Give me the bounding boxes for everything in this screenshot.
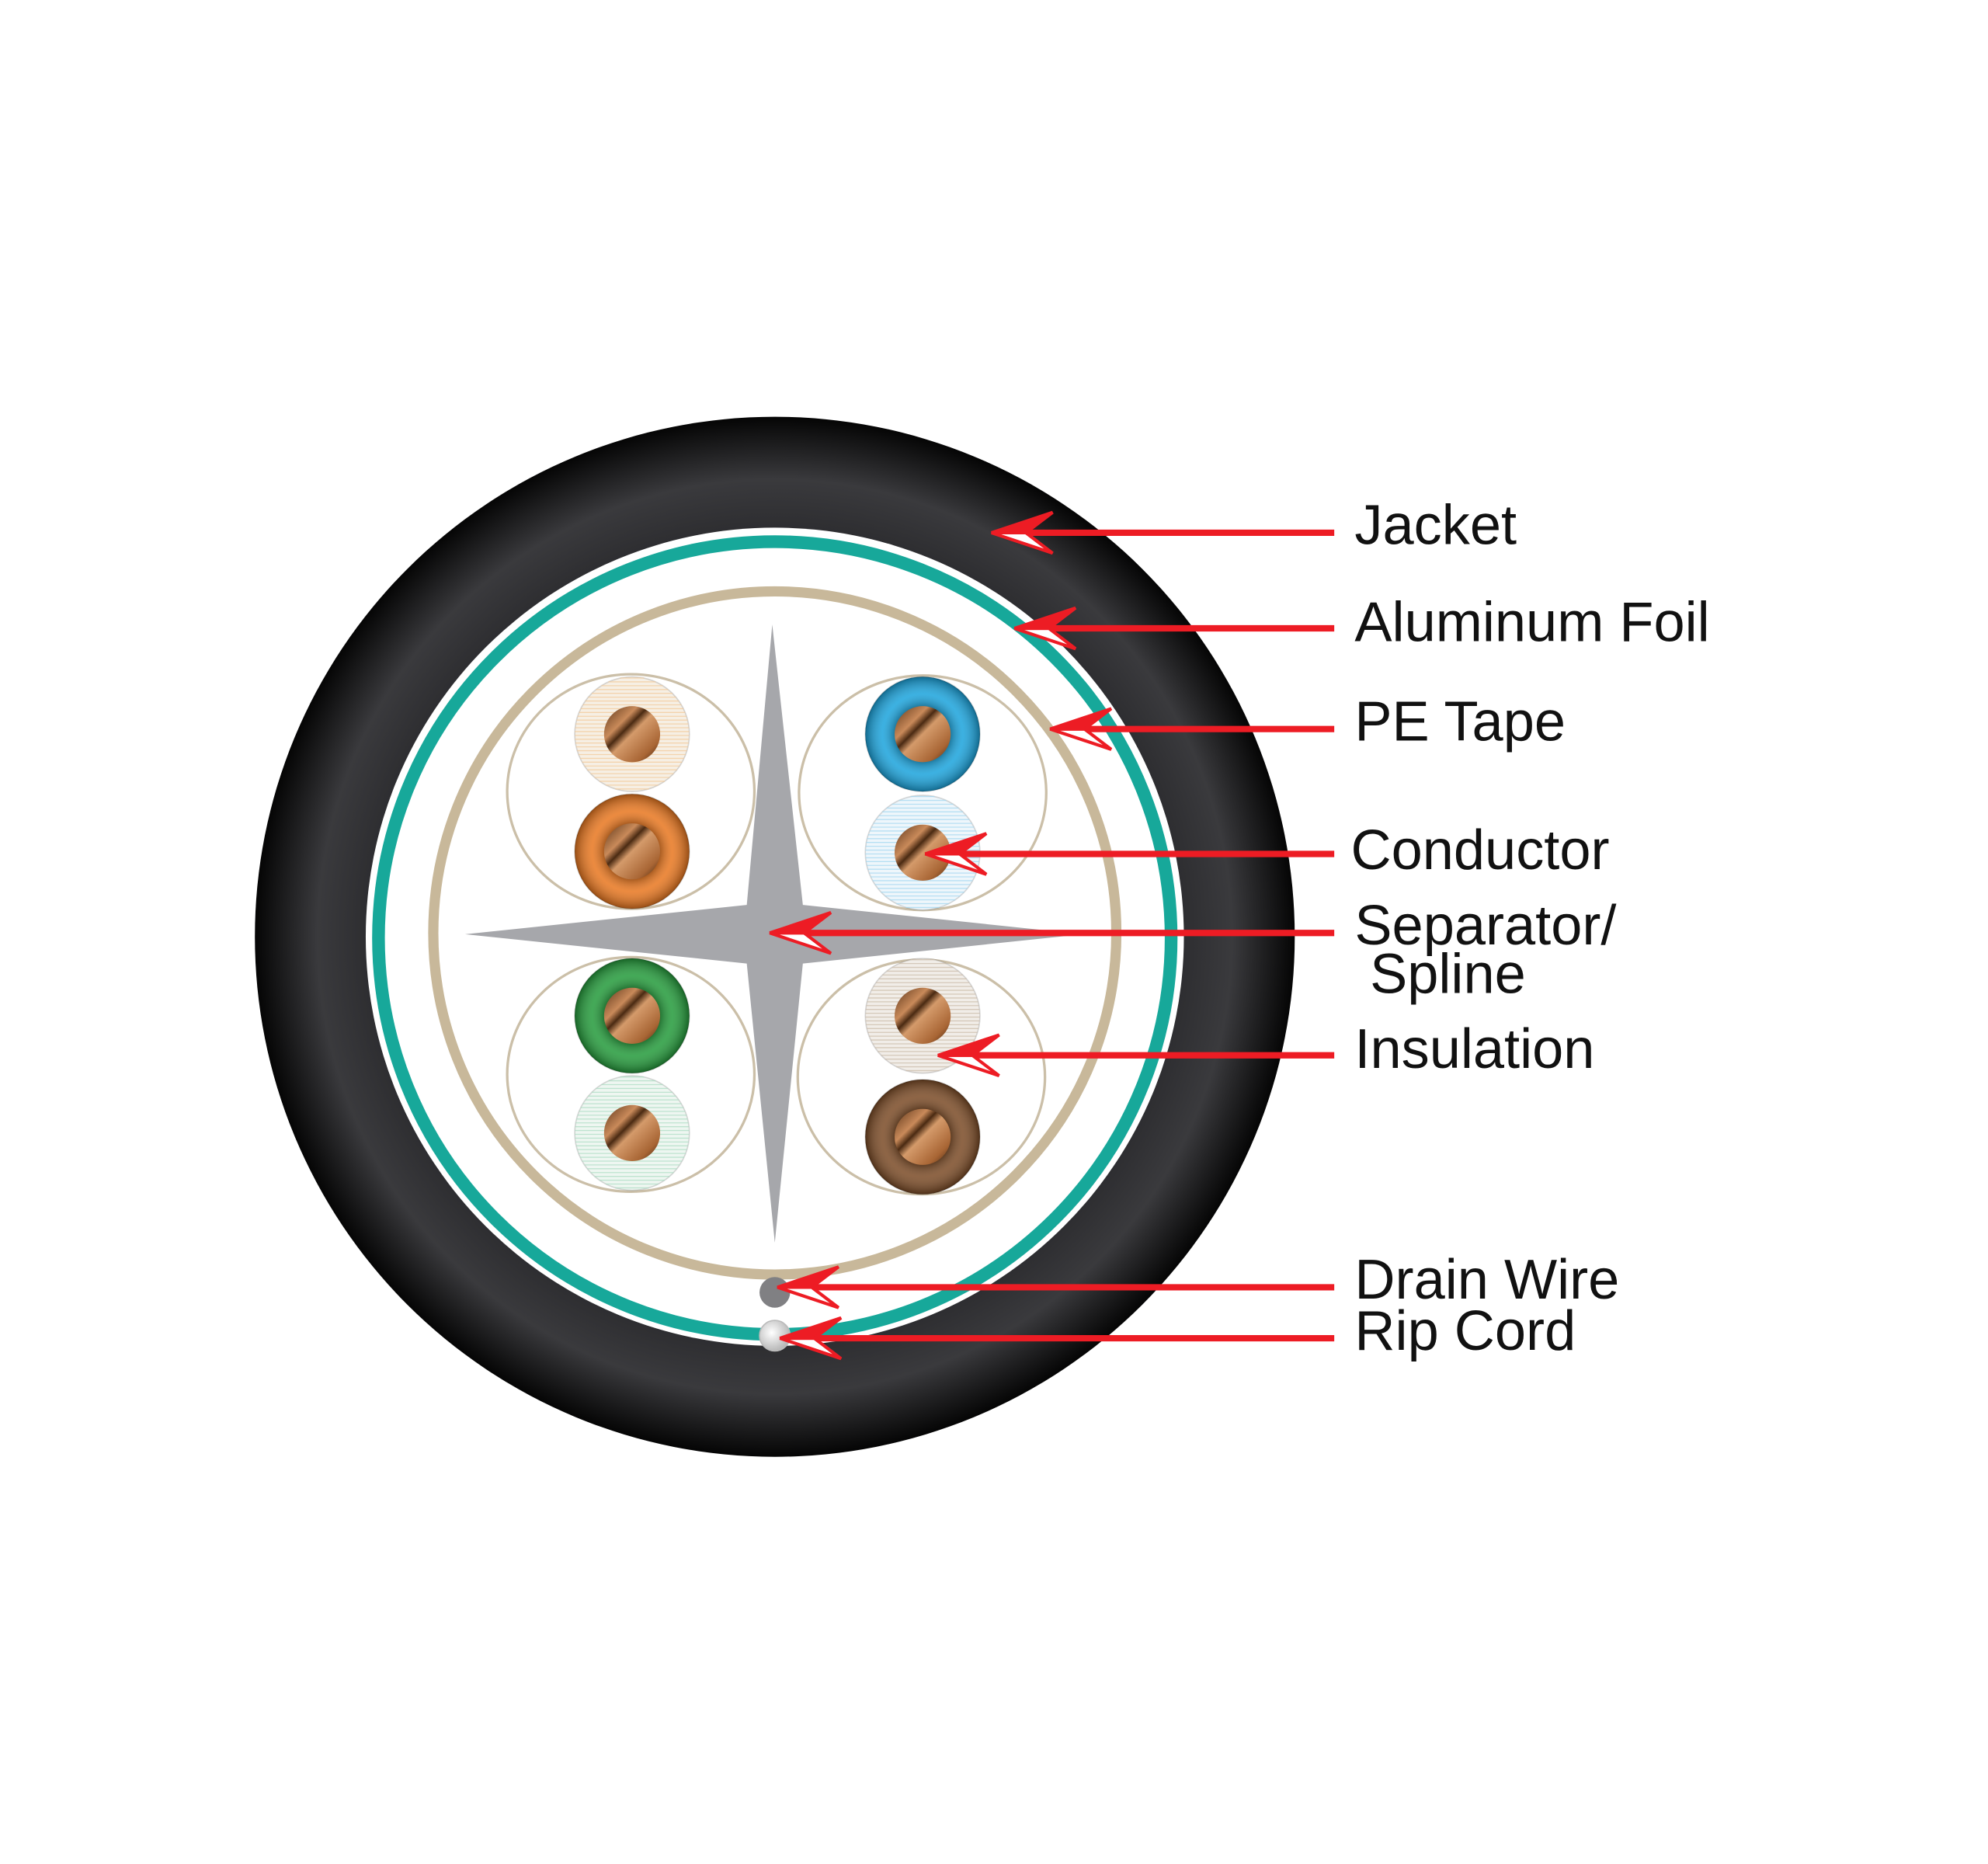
arrow-aluminum-foil: [1013, 606, 1335, 651]
arrow-pe-tape: [1049, 707, 1335, 751]
label-separator: Separator/: [1354, 895, 1617, 957]
label-spline: Spline: [1370, 943, 1526, 1005]
wire-brown: [864, 1079, 981, 1195]
callout-arrows: [769, 510, 1335, 1361]
conductor-icon: [895, 1108, 951, 1165]
conductor-icon: [603, 987, 661, 1044]
conductor-icon: [603, 1104, 661, 1161]
label-jacket: Jacket: [1354, 495, 1517, 557]
arrow-rip-cord: [779, 1316, 1335, 1361]
conductor-icon: [895, 987, 951, 1044]
conductor-icon: [603, 823, 661, 880]
label-insulation: Insulation: [1354, 1018, 1594, 1080]
conductor-icon: [895, 824, 951, 881]
arrow-conductor: [924, 832, 1335, 876]
wire-white-blue: [864, 795, 981, 911]
wire-blue: [864, 676, 981, 792]
wire-white-brown: [864, 958, 981, 1074]
wire-green: [574, 958, 690, 1074]
arrow-insulation: [937, 1033, 1335, 1077]
label-pe-tape: PE Tape: [1354, 690, 1566, 753]
drain-wire: [759, 1277, 791, 1308]
wire-white-orange: [574, 676, 690, 792]
wire-orange: [574, 793, 690, 909]
wire-white-green: [574, 1075, 690, 1191]
label-conductor: Conductor: [1350, 819, 1609, 882]
conductor-icon: [603, 706, 661, 763]
arrow-separator: [769, 911, 1335, 955]
twisted-pair-wires: [574, 676, 981, 1195]
label-drain-wire: Drain Wire: [1354, 1249, 1619, 1311]
arrow-drain-wire: [777, 1265, 1335, 1309]
label-aluminum-foil: Aluminum Foil: [1354, 591, 1709, 653]
arrow-jacket: [991, 510, 1335, 555]
conductor-icon: [895, 706, 951, 763]
label-rip-cord: Rip Cord: [1354, 1300, 1576, 1362]
